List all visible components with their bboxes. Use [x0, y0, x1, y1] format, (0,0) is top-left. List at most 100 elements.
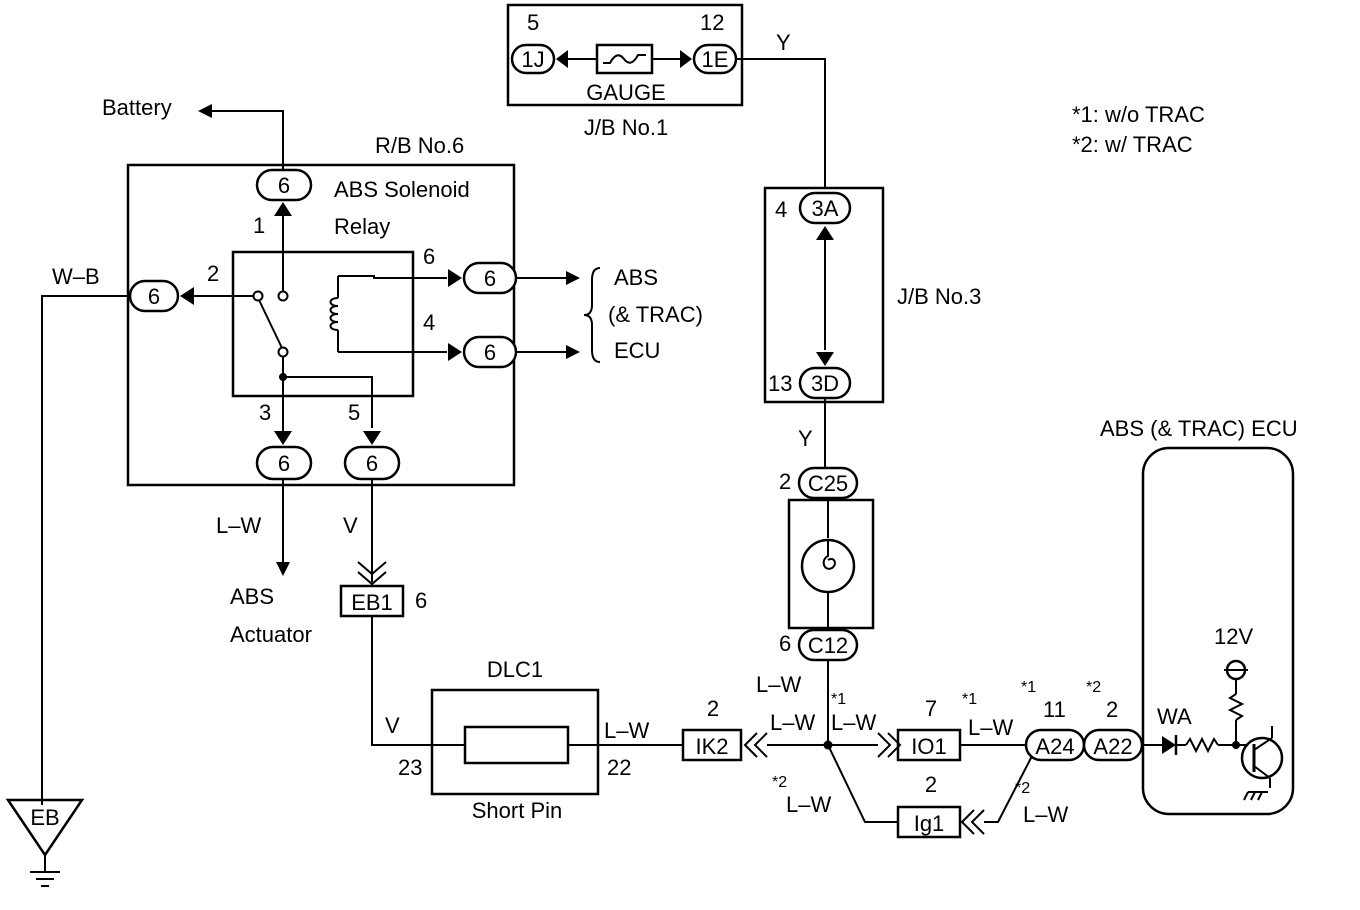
arrow-right-icon [566, 345, 580, 359]
rb6-label: R/B No.6 [375, 133, 464, 158]
dlc1-pin-right: 22 [607, 755, 631, 780]
short-pin-label: Short Pin [472, 798, 563, 823]
connector-a24-pin: 11 [1043, 697, 1066, 722]
fuse-label: GAUGE [586, 80, 665, 105]
connector-a22-pin: 2 [1106, 697, 1118, 722]
connector-ig1-pin: 2 [925, 772, 937, 797]
abs-warning-light [787, 498, 875, 630]
connector-label: 6 [484, 340, 496, 365]
resistor-icon [1227, 693, 1245, 721]
note-1: *1: w/o TRAC [1072, 102, 1205, 127]
connector-label: 6 [484, 266, 496, 291]
pin-5: 5 [348, 400, 360, 425]
wire-color-y-top: Y [776, 30, 791, 55]
rb6-connector-pin1 [255, 168, 313, 202]
connector-3a [798, 191, 852, 225]
wire-color-lw-a22: L–W [1023, 802, 1068, 827]
ground-point-eb [5, 798, 85, 858]
mark-s2: *2 [772, 774, 787, 791]
wire-color-lw-c12: L–W [756, 672, 801, 697]
male-terminal-icon [877, 732, 892, 758]
mark-s1: *1 [831, 691, 846, 708]
short-pin [463, 725, 570, 765]
connector-label: 6 [278, 451, 290, 476]
relay-name-line1: ABS Solenoid [334, 177, 470, 202]
connector-c12-label: C12 [808, 633, 848, 658]
wire-color-y-mid: Y [798, 426, 813, 451]
dlc1-pin-left: 23 [398, 755, 422, 780]
connector-ik2 [681, 728, 743, 762]
abs-solenoid-relay [231, 250, 415, 398]
connector-eb1-pin: 6 [415, 588, 427, 613]
terminal-arrow-icon [448, 269, 462, 287]
junction-block-1: 5 12 1J 1E GAUGE [506, 3, 744, 107]
mark-s1: *1 [962, 691, 977, 708]
terminal-arrow-icon [816, 352, 834, 366]
bulb-filament-icon [822, 540, 836, 570]
wire-color-lw-io1: L–W [831, 710, 876, 735]
transistor-icon [1240, 736, 1284, 780]
arrow-right-icon [566, 271, 580, 285]
jb3-top-pin: 4 [775, 197, 787, 222]
terminal-arrow-icon [363, 431, 381, 445]
female-terminal-icon [960, 809, 975, 835]
pin-1: 1 [253, 213, 265, 238]
wire-color-lw-ik2: L–W [770, 710, 815, 735]
dlc1-label: DLC1 [487, 657, 543, 682]
connector-ig1 [896, 805, 962, 839]
mark-s2: *2 [1015, 780, 1030, 797]
wire-color-v-bottom: V [385, 713, 400, 738]
actuator-line2: Actuator [230, 622, 312, 647]
connector-a22-label: A22 [1093, 734, 1132, 759]
connector-c25-pin: 2 [779, 469, 791, 494]
terminal-arrow-icon [448, 343, 462, 361]
connector-3d-label: 3D [811, 371, 839, 396]
pin-3: 3 [259, 400, 271, 425]
connector-eb1-label: EB1 [351, 590, 393, 615]
wire-color-v-top: V [343, 513, 358, 538]
connector-io1-label: IO1 [911, 734, 946, 759]
terminal-arrow-icon [680, 50, 692, 68]
ground-eb-label: EB [30, 805, 59, 830]
pin-4: 4 [423, 310, 435, 335]
relay-coil-icon [329, 297, 339, 331]
note-2: *2: w/ TRAC [1072, 132, 1193, 157]
female-terminal-icon [743, 732, 758, 758]
abs-trac-ecu [1141, 446, 1295, 816]
terminal-arrow-icon [180, 287, 194, 305]
jb3-bottom-pin: 13 [768, 371, 792, 396]
relay-block-6 [126, 163, 516, 487]
connector-a24-label: A24 [1035, 734, 1074, 759]
fuse-icon [603, 54, 646, 64]
jb1-pin-right: 12 [700, 10, 724, 35]
relay-contact-icon [252, 290, 264, 302]
male-terminal-icon [357, 561, 387, 576]
arrow-left-icon [198, 104, 212, 118]
resistor-icon [1185, 736, 1219, 754]
terminal-arrow-icon [556, 50, 568, 68]
wire-color-lw-a24: L–W [968, 715, 1013, 740]
connector-io1-pin: 7 [925, 696, 937, 721]
connector-label: 6 [148, 284, 160, 309]
connector-1j-label: 1J [521, 47, 544, 72]
brace-icon [583, 267, 601, 363]
pin-2: 2 [207, 261, 219, 286]
fuse-gauge [595, 43, 654, 75]
arrow-down-icon [276, 562, 290, 576]
ecu-ref-line1: ABS [614, 265, 658, 290]
pin-6: 6 [423, 244, 435, 269]
connector-3a-label: 3A [812, 196, 839, 221]
actuator-line1: ABS [230, 584, 274, 609]
jb1-pin-left: 5 [527, 10, 539, 35]
connector-ig1-label: Ig1 [914, 811, 945, 836]
ecu-label: ABS (& TRAC) ECU [1100, 416, 1298, 441]
wire-color-wb: W–B [52, 264, 100, 289]
wire-color-lw-dlc: L–W [604, 718, 649, 743]
terminal-arrow-icon [274, 202, 292, 216]
jb1-box [506, 3, 744, 107]
connector-c25-label: C25 [808, 471, 848, 496]
battery-label: Battery [102, 95, 172, 120]
connector-1e-label: 1E [702, 47, 729, 72]
mark-s1: *1 [1021, 679, 1036, 696]
